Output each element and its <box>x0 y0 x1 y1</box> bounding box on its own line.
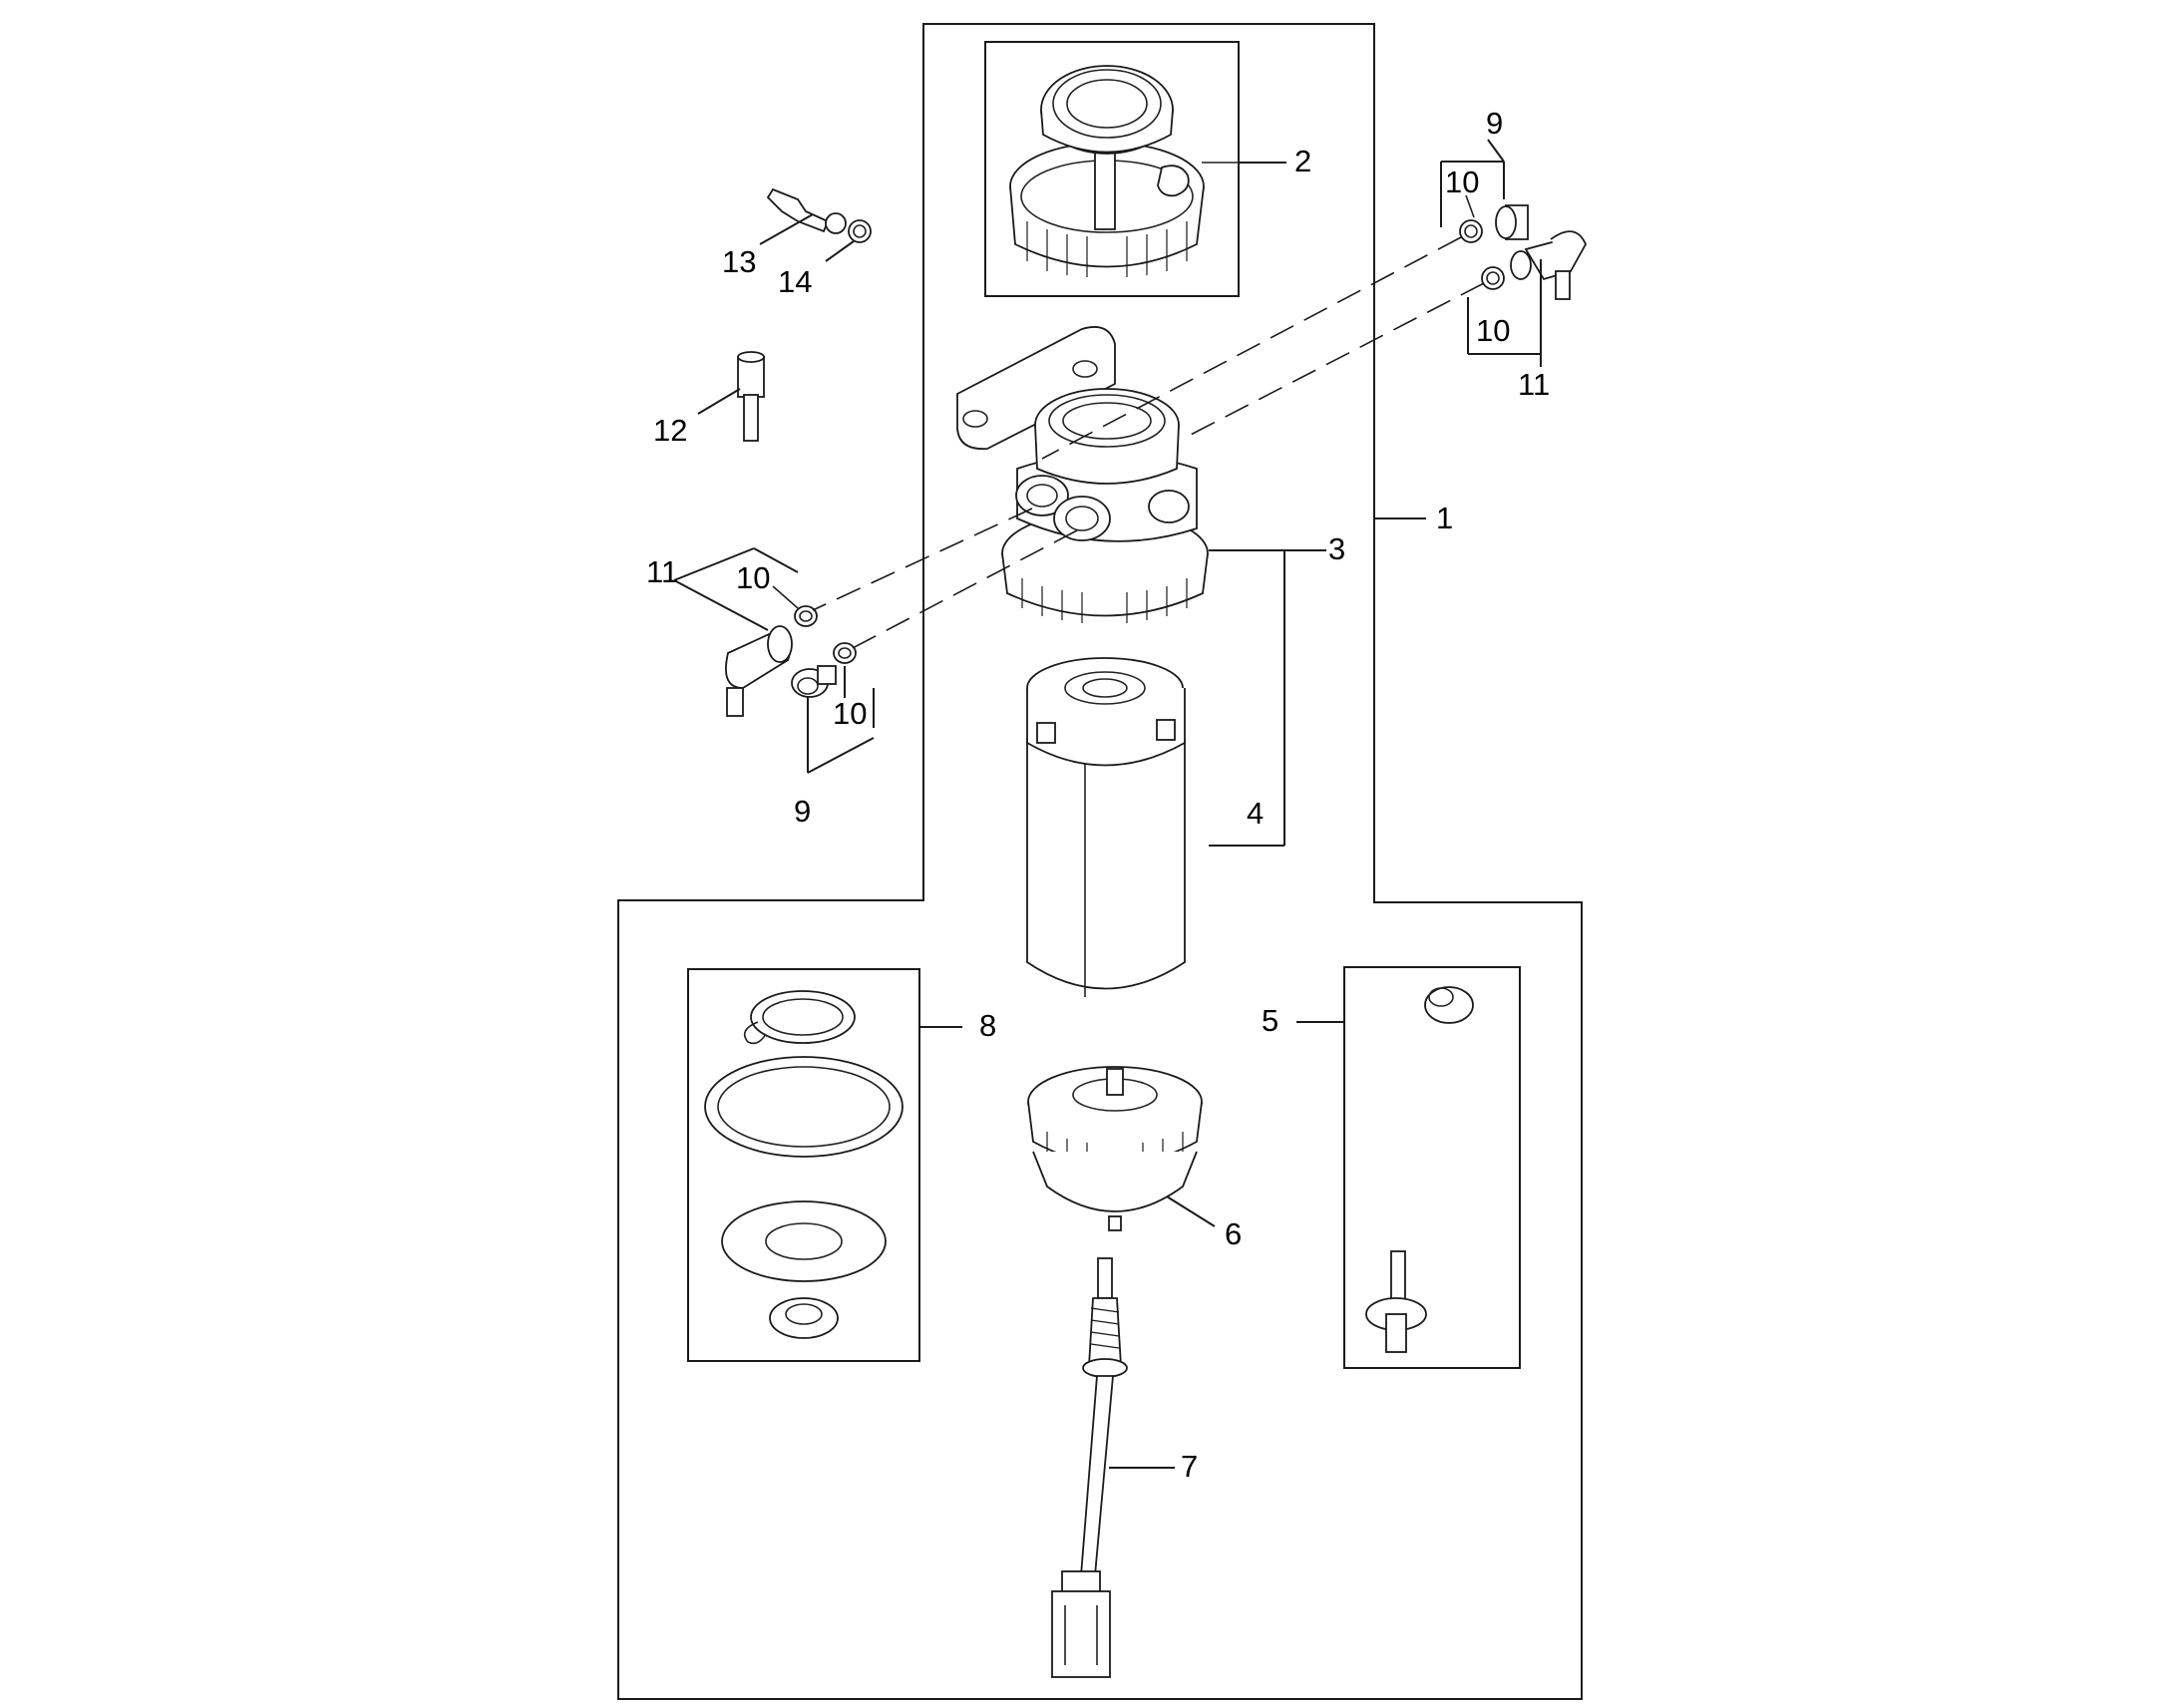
callout-9-right: 9 <box>1486 106 1503 141</box>
kit-box-5 <box>1343 966 1521 1369</box>
callout-3: 3 <box>1328 531 1345 566</box>
callout-11-left: 11 <box>646 554 678 589</box>
callout-1: 1 <box>1436 501 1453 535</box>
assembly-line-left-2 <box>852 529 1078 649</box>
left-fittings-part <box>725 605 857 717</box>
callout-7: 7 <box>1181 1449 1198 1484</box>
assembly-boundary <box>617 23 1583 1700</box>
callout-8: 8 <box>979 1008 996 1043</box>
seal-14-part <box>848 219 872 243</box>
drain-plug-kit-part <box>1365 986 1474 1353</box>
callout-9-left: 9 <box>794 794 811 829</box>
callout-10-right-bottom: 10 <box>1476 313 1510 348</box>
callout-10-left-bottom: 10 <box>833 696 867 731</box>
kit-box-8 <box>687 968 920 1362</box>
leader-lines <box>673 139 1542 1469</box>
filter-head-part <box>956 326 1209 623</box>
seal-kit-part <box>704 990 904 1339</box>
callout-14: 14 <box>778 264 812 299</box>
callout-10-left-top: 10 <box>736 560 770 595</box>
assembly-line-top <box>1041 236 1462 460</box>
cap-kit-part <box>1009 65 1205 277</box>
callout-2: 2 <box>1294 144 1311 178</box>
assembly-line-left <box>812 508 1033 611</box>
water-bowl-part <box>1027 1066 1203 1231</box>
fitting-13-part <box>766 187 847 234</box>
callout-13: 13 <box>722 244 756 279</box>
callout-12: 12 <box>653 413 687 448</box>
callout-10-right-top: 10 <box>1445 165 1479 199</box>
kit-box-2 <box>984 41 1240 297</box>
callout-11-right: 11 <box>1518 367 1550 402</box>
callout-5: 5 <box>1262 1003 1278 1038</box>
fitting-12-part <box>737 351 765 442</box>
callout-6: 6 <box>1225 1216 1242 1251</box>
assembly-line-top-2 <box>1186 282 1485 438</box>
water-sensor-part <box>1051 1257 1128 1678</box>
right-fittings-part <box>1459 204 1588 300</box>
callout-4: 4 <box>1247 796 1264 831</box>
filter-element-part <box>1026 657 1186 997</box>
